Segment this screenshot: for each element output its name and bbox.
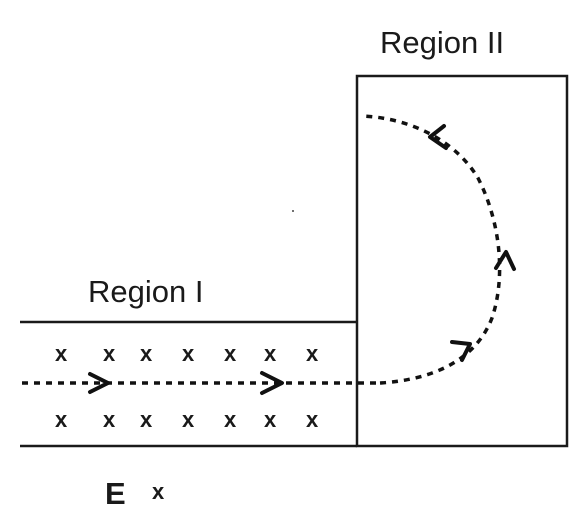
chevron-arrow-icon [428,124,448,150]
field-mark: x [55,407,68,432]
field-mark: x [306,341,319,366]
region-one-title: Region I [88,274,203,309]
chevron-arrow-icon [450,340,472,362]
field-mark: x [264,341,277,366]
chevron-arrow-icon [260,371,284,395]
field-mark: x [306,407,319,432]
field-mark: x [140,341,153,366]
field-mark: x [103,407,116,432]
region-two-box [355,74,569,448]
magnetic-field-label: x [152,479,165,504]
field-mark: x [182,341,195,366]
region-two-title: Region II [380,25,504,60]
field-mark: x [224,407,237,432]
chevron-arrow-icon [494,250,516,271]
field-marks-bottom-row: x x x x x x x [55,407,319,432]
speck-dot [292,210,294,212]
field-mark: x [140,407,153,432]
field-mark: x [55,341,68,366]
particle-path-curve [361,114,502,385]
field-marks-top-row: x x x x x x x [55,341,319,366]
field-mark: x [103,341,116,366]
chevron-arrow-icon [88,372,110,394]
field-mark: x [264,407,277,432]
field-mark: x [182,407,195,432]
field-mark: x [224,341,237,366]
electric-field-label: E [105,476,126,511]
